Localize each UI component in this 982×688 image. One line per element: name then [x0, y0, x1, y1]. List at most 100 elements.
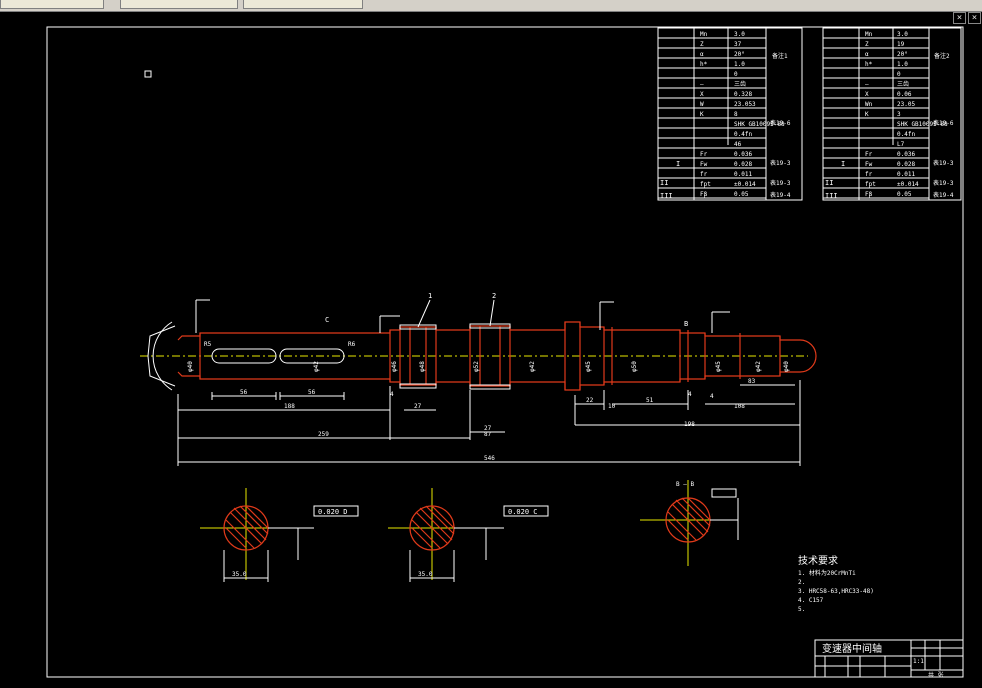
- table2-row-symbol: fr: [865, 171, 873, 178]
- tolerance-box-d: [313, 505, 359, 517]
- diameter-label: φ46: [391, 361, 398, 372]
- hatch-bb: [667, 497, 711, 541]
- table1-row-symbol: Fr: [700, 151, 708, 158]
- section-view-2[interactable]: 0.020 C 35.0: [388, 488, 549, 582]
- close-icon[interactable]: ×: [953, 12, 966, 24]
- dim-27-b: 27: [484, 425, 492, 432]
- diameter-label: φ42: [529, 361, 536, 372]
- hatch-2: [411, 505, 455, 549]
- diameter-label: φ50: [631, 361, 638, 372]
- table2-row-symbol: —: [865, 81, 869, 88]
- diameter-label: φ48: [419, 361, 426, 372]
- table2-row-symbol: h*: [865, 61, 873, 68]
- table2-ref-2: 表19-3: [933, 159, 954, 167]
- table2-ref-4: 表19-4: [933, 191, 954, 199]
- table2-group-1: I: [841, 160, 845, 168]
- table1-row-value: SHK GB10095-88: [734, 121, 785, 128]
- table1-row-value: 23.053: [734, 101, 756, 108]
- toolbar-tab-2[interactable]: [120, 0, 238, 9]
- table1-row-value: 0.328: [734, 91, 752, 98]
- dim-188: 188: [284, 403, 295, 410]
- table1-row-symbol: α: [700, 51, 704, 58]
- table1-row-value: 0: [734, 71, 738, 78]
- left-end-fan: [147, 325, 176, 387]
- table2-ref-3: 表19-3: [933, 179, 954, 187]
- req-1: 1. 材料为20CrMnTi: [798, 569, 856, 577]
- table2-row-value: 0.4fn: [897, 131, 915, 138]
- table2-row-value: 0.05: [897, 191, 912, 198]
- datum-label-b: B: [684, 320, 688, 328]
- table2-row-value: ±0.014: [897, 181, 919, 188]
- table1-group-1: I: [676, 160, 680, 168]
- section-view-1[interactable]: 0.020 D 35.0: [200, 488, 359, 582]
- table2-row-value: 0.036: [897, 151, 915, 158]
- table1-row-value: 0.028: [734, 161, 752, 168]
- diameter-label: φ52: [473, 361, 480, 372]
- ucs-marker: [144, 70, 152, 78]
- table1-row-symbol: fpt: [700, 181, 711, 188]
- table2-row-symbol: Fβ: [865, 191, 873, 198]
- table2-group-3: III: [825, 192, 838, 200]
- window-toolbar: [0, 0, 982, 12]
- section-1-dim: 35.0: [232, 571, 247, 578]
- table1-ref-1: 表19-6: [770, 119, 791, 127]
- table2-row-value: 3: [897, 111, 901, 118]
- radius-label-1: R5: [204, 341, 212, 348]
- datum-label-c: C: [325, 316, 329, 324]
- table2-row-value: 19: [897, 41, 905, 48]
- table1-row-symbol: h*: [700, 61, 708, 68]
- tolerance-box-bb: [711, 488, 737, 498]
- table2-row-symbol: Fw: [865, 161, 873, 168]
- section-view-bb[interactable]: B — B: [640, 480, 739, 566]
- table2-row-symbol: fpt: [865, 181, 876, 188]
- dim-259: 259: [318, 431, 329, 438]
- dim-87: 87: [484, 431, 492, 438]
- radius-label-2: R6: [348, 341, 356, 348]
- table1-group-3: III: [660, 192, 673, 200]
- table2-row-value: 20°: [897, 51, 908, 58]
- tolerance-box-c: [503, 505, 549, 517]
- technical-requirements: 技术要求 1. 材料为20CrMnTi 2. 3. HRC58-63,HRC33…: [798, 554, 874, 613]
- table2-row-value: 0.011: [897, 171, 915, 178]
- right-end-arc: [799, 339, 817, 373]
- tolerance-d-text: 0.020 D: [318, 508, 348, 516]
- table1-row-value: 0.4fn: [734, 131, 752, 138]
- shaft-outline-top: [177, 321, 800, 341]
- diameter-label: φ45: [715, 361, 722, 372]
- gear-teeth-markers: [399, 323, 511, 390]
- toolbar-tab-1[interactable]: [0, 0, 104, 9]
- table1-row-symbol: fr: [700, 171, 708, 178]
- close-drawing-icon[interactable]: ×: [968, 12, 981, 24]
- hatch-1: [225, 505, 269, 549]
- dim-198: 198: [684, 421, 695, 428]
- table1-row-symbol: Z: [700, 41, 704, 48]
- req-4: 4. C157: [798, 597, 824, 604]
- table2-row-value: 23.05: [897, 101, 915, 108]
- dim-56-b: 56: [308, 389, 316, 396]
- table1-row-value: 1.0: [734, 61, 745, 68]
- table1-row-value: 37: [734, 41, 742, 48]
- dim-4-a: 4: [390, 391, 394, 398]
- toolbar-tab-3[interactable]: [243, 0, 363, 9]
- diameter-label: φ40: [187, 361, 194, 372]
- dim-22: 22: [586, 397, 594, 404]
- table2-row-value: 3.0: [897, 31, 908, 38]
- part-leaders: [195, 299, 730, 333]
- table2-row-symbol: Fr: [865, 151, 873, 158]
- table2-row-symbol: Z: [865, 41, 869, 48]
- table1-row-value: 46: [734, 141, 742, 148]
- table2-ref-1: 表19-6: [933, 119, 954, 127]
- req-5: 5.: [798, 606, 805, 613]
- table1-row-symbol: K: [700, 111, 704, 118]
- requirements-title: 技术要求: [798, 554, 838, 567]
- table1-group-2: II: [660, 179, 668, 187]
- drawing-name: 变速器中间轴: [822, 642, 882, 655]
- dim-51: 51: [646, 397, 654, 404]
- table2-row-value: L7: [897, 141, 905, 148]
- shaft-section-lines: [199, 322, 781, 390]
- dim-56-a: 56: [240, 389, 248, 396]
- table2-row-symbol: Wn: [865, 101, 873, 108]
